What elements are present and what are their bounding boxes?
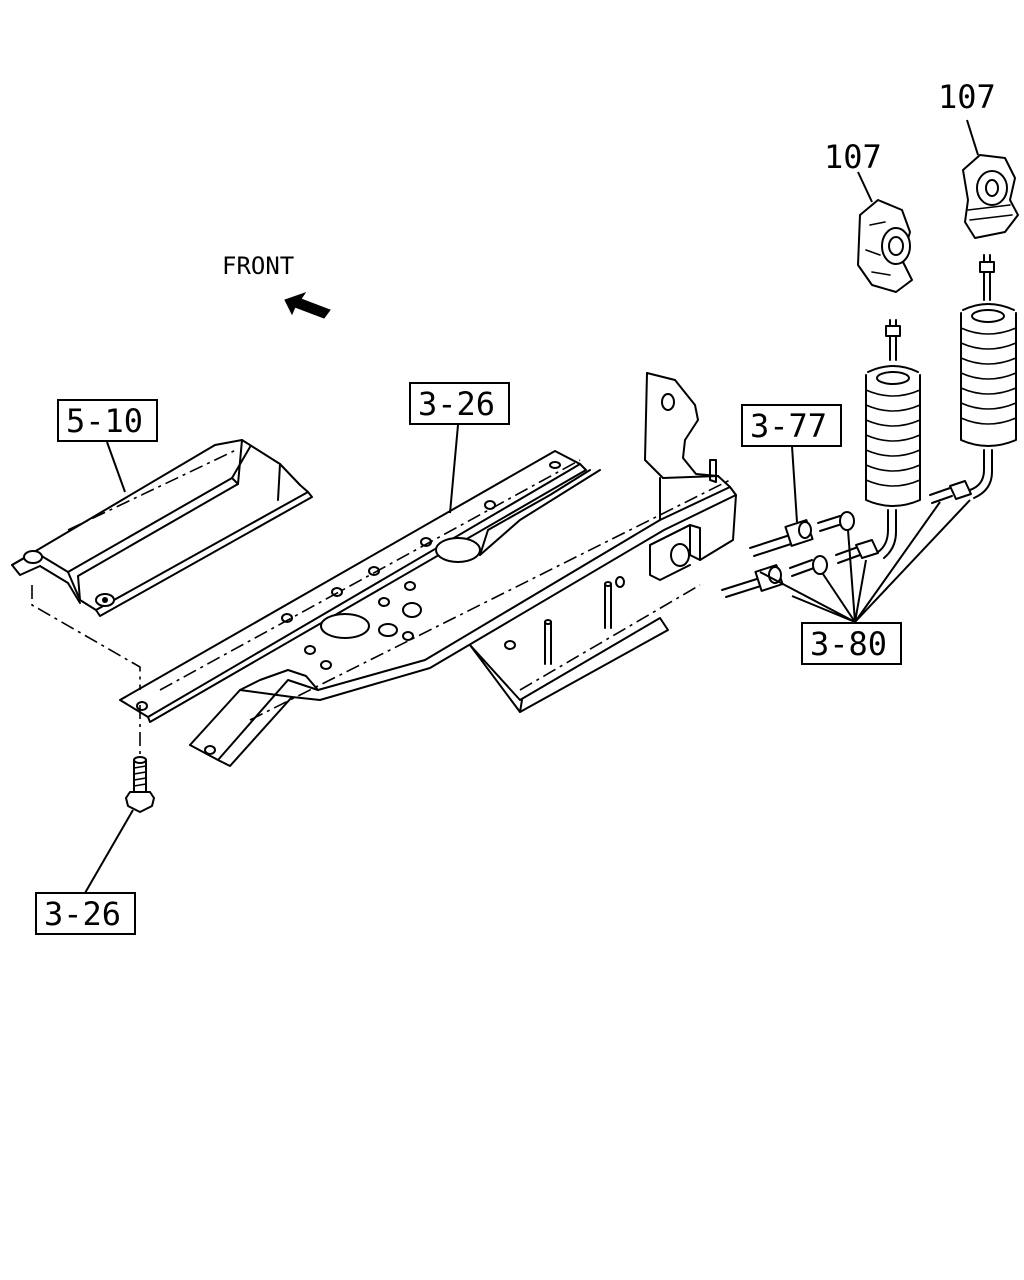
callout-5-10-label: 5-10 <box>66 402 143 440</box>
flange-bolt-part <box>125 705 155 813</box>
callout-107-left: 107 <box>824 138 882 176</box>
gladhand-coupling-left <box>857 199 913 293</box>
callout-3-77-label: 3-77 <box>750 407 827 445</box>
callout-107-right: 107 <box>938 78 996 116</box>
callout-3-26-top: 3-26 <box>409 382 510 425</box>
coiled-air-hose-right <box>960 254 1017 499</box>
callout-5-10: 5-10 <box>57 399 158 442</box>
coiled-air-hose-left <box>865 319 921 559</box>
callout-3-26-bottom: 3-26 <box>35 892 136 935</box>
callout-107-right-label: 107 <box>938 78 996 116</box>
callout-3-26-top-label: 3-26 <box>418 385 495 423</box>
gladhand-coupling-right <box>962 154 1019 239</box>
callout-3-80-label: 3-80 <box>810 625 887 663</box>
callout-107-left-label: 107 <box>824 138 882 176</box>
front-label: FRONT <box>222 252 294 280</box>
front-direction-indicator: FRONT <box>222 252 331 319</box>
main-bracket-part <box>119 372 737 767</box>
dowel-pins <box>544 581 612 665</box>
fittings-group <box>721 480 972 598</box>
callout-3-26-bottom-label: 3-26 <box>44 895 121 933</box>
assembly-guide-line <box>31 585 141 690</box>
small-bracket-part <box>11 439 313 617</box>
leader-lines <box>84 119 979 894</box>
front-arrow-icon <box>284 292 331 319</box>
callout-3-80: 3-80 <box>801 622 902 665</box>
callout-3-77: 3-77 <box>741 404 842 447</box>
